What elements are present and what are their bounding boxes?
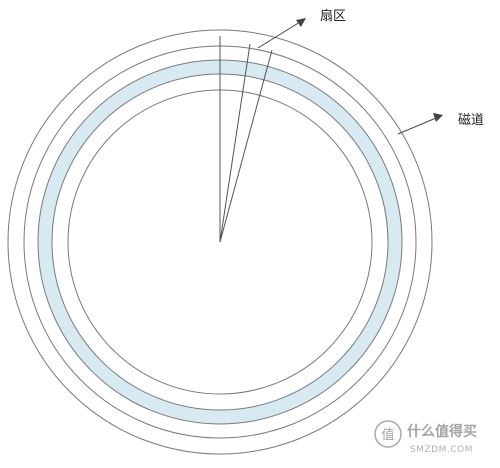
watermark: 值 什么值得买 SMZDM.COM [374,420,477,455]
watermark-title: 什么值得买 [407,423,477,440]
sector-arrowhead [296,18,306,27]
sector-boundary-right [219,49,273,243]
track-arrowhead [433,113,443,122]
sector-boundary-mid [219,43,251,243]
watermark-subtitle: SMZDM.COM [410,445,473,455]
outer-ring [7,29,433,455]
track-pointer-line [397,117,437,135]
sector-pointer-line [257,21,301,49]
watermark-logo-glyph: 值 [381,427,394,443]
watermark-logo-circle [374,420,402,448]
sector-label: 扇区 [320,8,346,24]
highlighted-track [37,59,403,425]
track-label: 磁道 [458,113,484,128]
